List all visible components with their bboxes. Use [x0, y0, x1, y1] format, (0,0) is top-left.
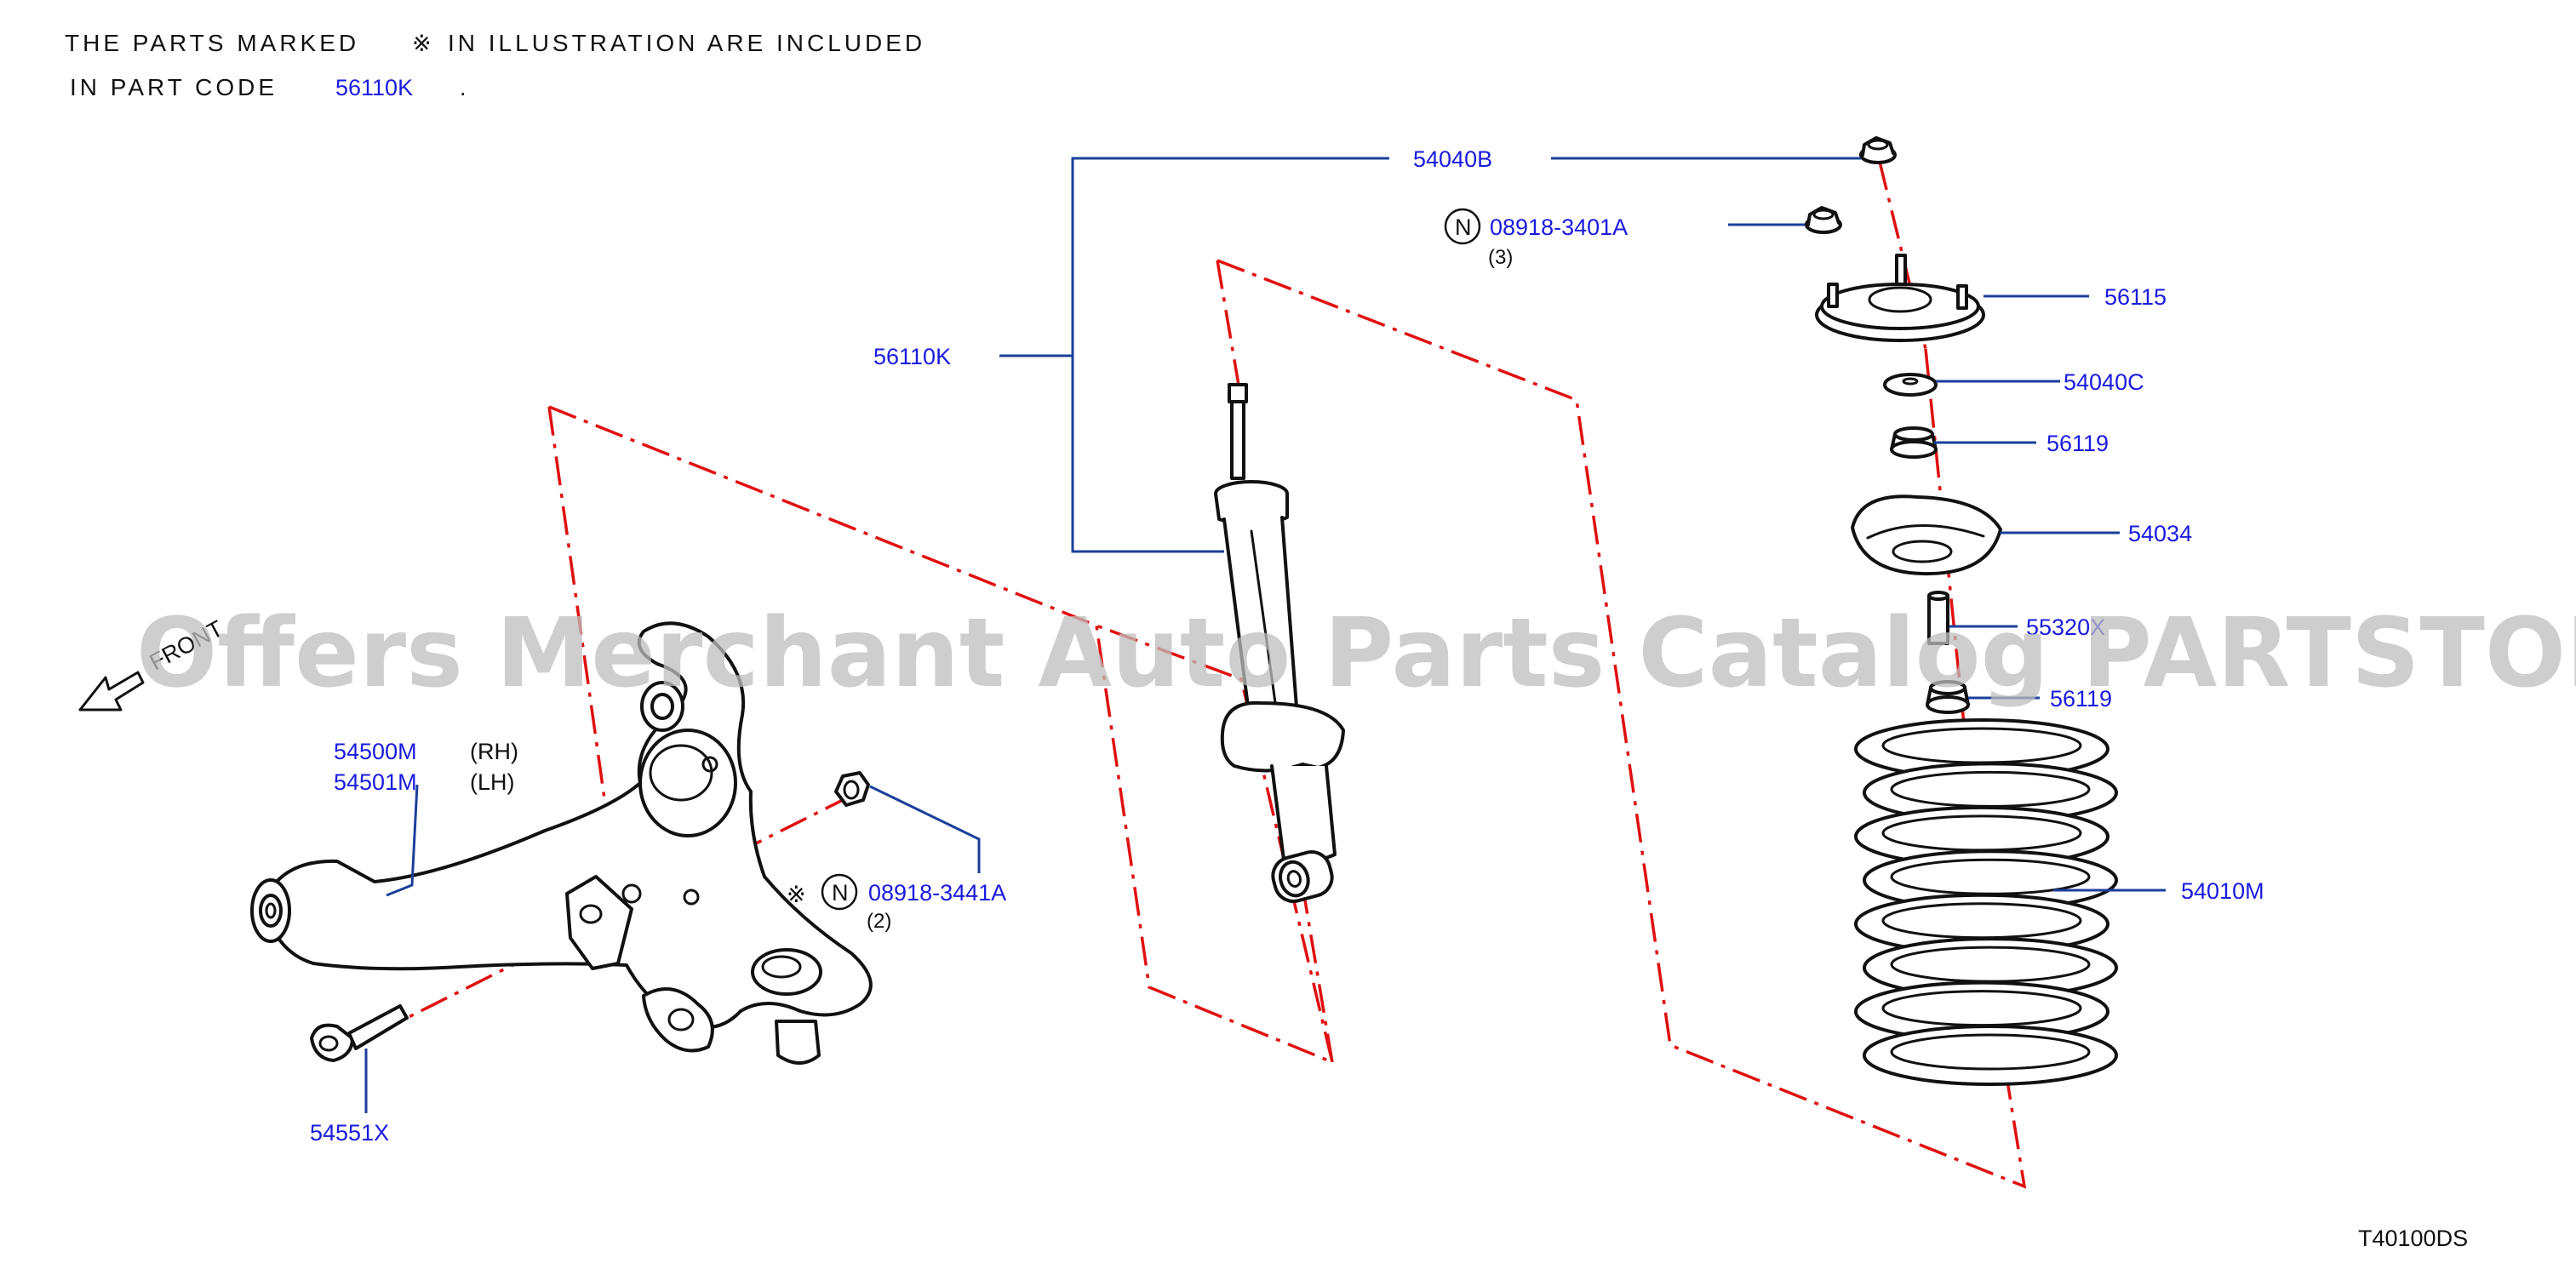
- upper-mount-parts: [1805, 136, 2002, 714]
- label-56119-low[interactable]: 56119: [2050, 686, 2112, 712]
- bushing-55320X-icon[interactable]: [1927, 591, 1949, 645]
- bolt-54551X-icon[interactable]: [310, 1004, 409, 1062]
- spring-coil-inner: [1881, 727, 2082, 764]
- diagram-code: T40100DS: [2358, 1226, 2468, 1251]
- part-labels: 54040B N 08918-3401A (3) 56110K 56115 54…: [310, 146, 2264, 1146]
- spring-coil-inner: [1881, 990, 2082, 1027]
- washer-54040C-icon[interactable]: [1883, 373, 1938, 397]
- label-56119-top[interactable]: 56119: [2046, 431, 2109, 456]
- spring-coil-inner: [1890, 770, 2091, 808]
- included-mark-arm: ※: [787, 882, 806, 907]
- arm-plane-left-axis: [547, 406, 623, 920]
- bump-stop-56119-top-icon[interactable]: [1890, 426, 1938, 459]
- label-56110K[interactable]: 56110K: [873, 344, 951, 369]
- strut-bottom-axis: [1301, 884, 1334, 1063]
- spring-coil-inner: [1881, 902, 2082, 940]
- spring-seat-54034-icon[interactable]: [1851, 494, 2002, 576]
- arm-front-bushing-icon: [640, 681, 684, 732]
- n-mark-arm-icon: N: [821, 873, 858, 911]
- note-part-code-link[interactable]: 56110K: [335, 75, 413, 100]
- shock-absorber-56110K-icon[interactable]: [1214, 383, 1345, 906]
- spring-coil-inner: [1890, 1033, 2091, 1071]
- label-54040B[interactable]: 54040B: [1413, 146, 1492, 172]
- label-54040C[interactable]: 54040C: [2064, 369, 2144, 395]
- header-note: THE PARTS MARKED ※ IN ILLUSTRATION ARE I…: [65, 30, 925, 100]
- bump-stop-56119-low-icon[interactable]: [1926, 680, 1970, 714]
- strut-top-axis: [1216, 260, 1243, 401]
- watermark: Offers Merchant Auto Parts Catalog PARTS…: [136, 598, 2576, 709]
- label-08918-3441A[interactable]: 08918-3441A: [868, 880, 1006, 906]
- spring-coil-inner: [1890, 858, 2091, 895]
- note-line2-end: .: [460, 75, 467, 100]
- coil-spring-54010M-icon[interactable]: [1854, 718, 2118, 1086]
- spring-coil-inner: [1890, 946, 2091, 983]
- leader-lines: [364, 157, 2166, 1113]
- note-line1-a: THE PARTS MARKED: [65, 30, 359, 56]
- note-line1-b: IN ILLUSTRATION ARE INCLUDED: [448, 30, 925, 56]
- qty-3: (3): [1488, 246, 1513, 269]
- spring-coil-inner: [1881, 814, 2082, 852]
- label-54551X[interactable]: 54551X: [310, 1120, 389, 1146]
- note-line2-a: IN PART CODE: [70, 74, 278, 100]
- label-54500M[interactable]: 54500M: [334, 739, 417, 764]
- label-55320X[interactable]: 55320X: [2026, 614, 2105, 640]
- svg-text:N: N: [1455, 214, 1472, 240]
- ball-joint-icon: [751, 948, 822, 1065]
- strut-plane-axis: [1216, 259, 2027, 1189]
- nut-54040B-icon[interactable]: [1859, 136, 1897, 164]
- label-54501M[interactable]: 54501M: [334, 769, 417, 795]
- label-54034[interactable]: 54034: [2128, 521, 2192, 546]
- strut-mount-56115-icon[interactable]: [1815, 254, 1985, 342]
- arm-plane-axis: [548, 405, 1335, 1065]
- label-08918-3401A[interactable]: 08918-3401A: [1490, 214, 1628, 240]
- nut-08918-3441A-icon[interactable]: [834, 771, 870, 807]
- arm-rear-bushing-icon: [250, 878, 291, 943]
- n-mark-icon: N: [1444, 208, 1481, 245]
- label-56115[interactable]: 56115: [2104, 284, 2167, 310]
- included-mark: ※: [412, 31, 432, 56]
- nut-08918-3401A-icon[interactable]: [1805, 206, 1842, 234]
- label-54010M[interactable]: 54010M: [2181, 878, 2264, 904]
- label-rh: (RH): [470, 739, 518, 764]
- qty-2: (2): [867, 910, 891, 933]
- label-lh: (LH): [470, 769, 515, 795]
- lower-arm-54500M-icon[interactable]: [250, 621, 873, 1065]
- svg-text:N: N: [832, 880, 849, 906]
